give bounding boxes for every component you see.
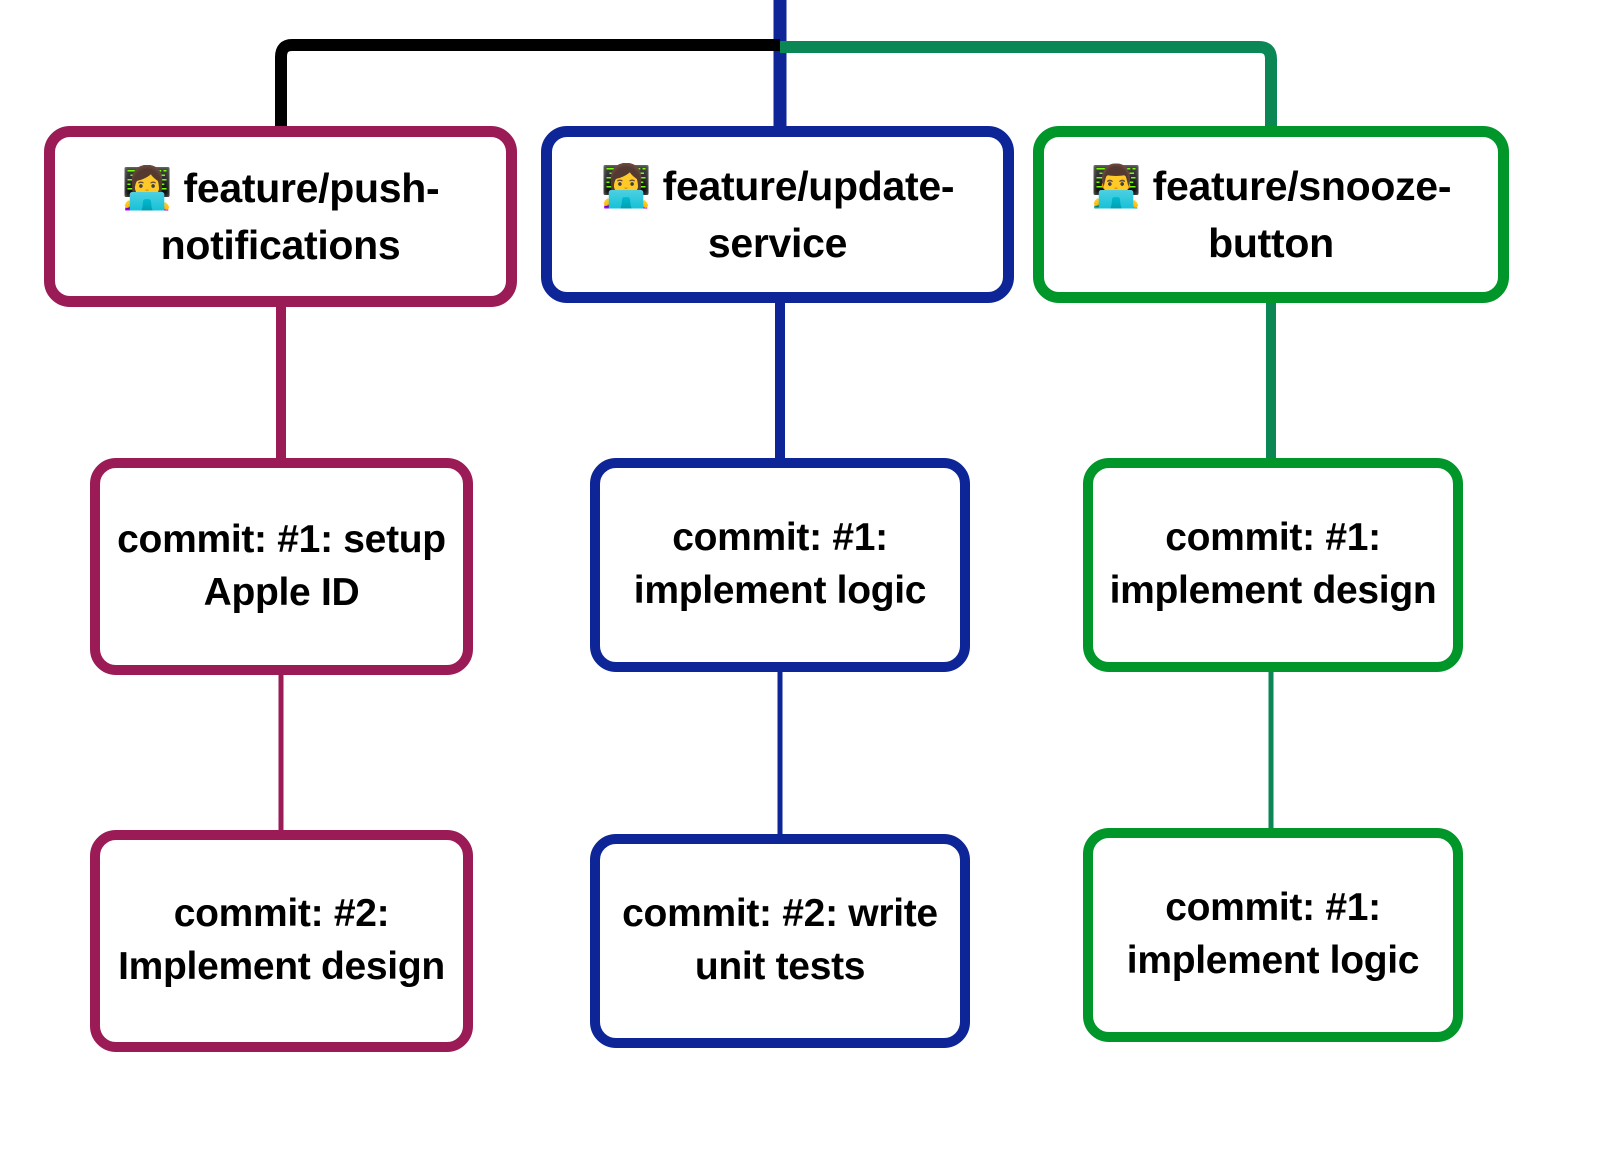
commit-node-push-notifications-2-label: commit: #2: Implement design bbox=[118, 892, 445, 988]
branch-name-text: feature/push-notifications bbox=[160, 164, 440, 268]
commit-node-update-service-2[interactable]: commit: #2: write unit tests bbox=[590, 834, 970, 1048]
commit-node-snooze-button-2[interactable]: commit: #1: implement logic bbox=[1083, 828, 1463, 1042]
branch-node-push-notifications-label: 👩‍💻 feature/push-notifications bbox=[55, 160, 506, 273]
commit-node-update-service-1[interactable]: commit: #1: implement logic bbox=[590, 458, 970, 672]
branch-name-text: feature/update-service bbox=[662, 162, 955, 266]
commit-node-snooze-button-2-label: commit: #1: implement logic bbox=[1126, 886, 1420, 982]
commit-node-update-service-1-label: commit: #1: implement logic bbox=[633, 516, 927, 612]
trunk-branch-left bbox=[275, 39, 780, 128]
woman-technologist-icon: 👩‍💻 bbox=[600, 161, 652, 210]
branch-node-push-notifications[interactable]: 👩‍💻 feature/push-notifications bbox=[44, 126, 517, 307]
branch-name-text: feature/snooze-button bbox=[1152, 162, 1452, 266]
commit-node-push-notifications-1[interactable]: commit: #1: setup Apple ID bbox=[90, 458, 473, 675]
commit-node-snooze-button-1-label: commit: #1: implement design bbox=[1109, 516, 1437, 612]
commit-node-push-notifications-2[interactable]: commit: #2: Implement design bbox=[90, 830, 473, 1052]
branch-node-snooze-button[interactable]: 👨‍💻 feature/snooze-button bbox=[1033, 126, 1509, 303]
commit-node-update-service-2-label: commit: #2: write unit tests bbox=[622, 892, 938, 988]
commit-node-push-notifications-1-label: commit: #1: setup Apple ID bbox=[117, 517, 446, 614]
branch-node-update-service[interactable]: 👩‍💻 feature/update-service bbox=[541, 126, 1014, 303]
branch-node-update-service-label: 👩‍💻 feature/update-service bbox=[552, 158, 1003, 271]
man-technologist-icon: 👨‍💻 bbox=[1090, 161, 1142, 210]
trunk-branch-right bbox=[780, 41, 1277, 128]
branch-node-snooze-button-label: 👨‍💻 feature/snooze-button bbox=[1044, 158, 1498, 271]
person-technologist-icon: 👩‍💻 bbox=[121, 163, 173, 212]
commit-node-snooze-button-1[interactable]: commit: #1: implement design bbox=[1083, 458, 1463, 672]
